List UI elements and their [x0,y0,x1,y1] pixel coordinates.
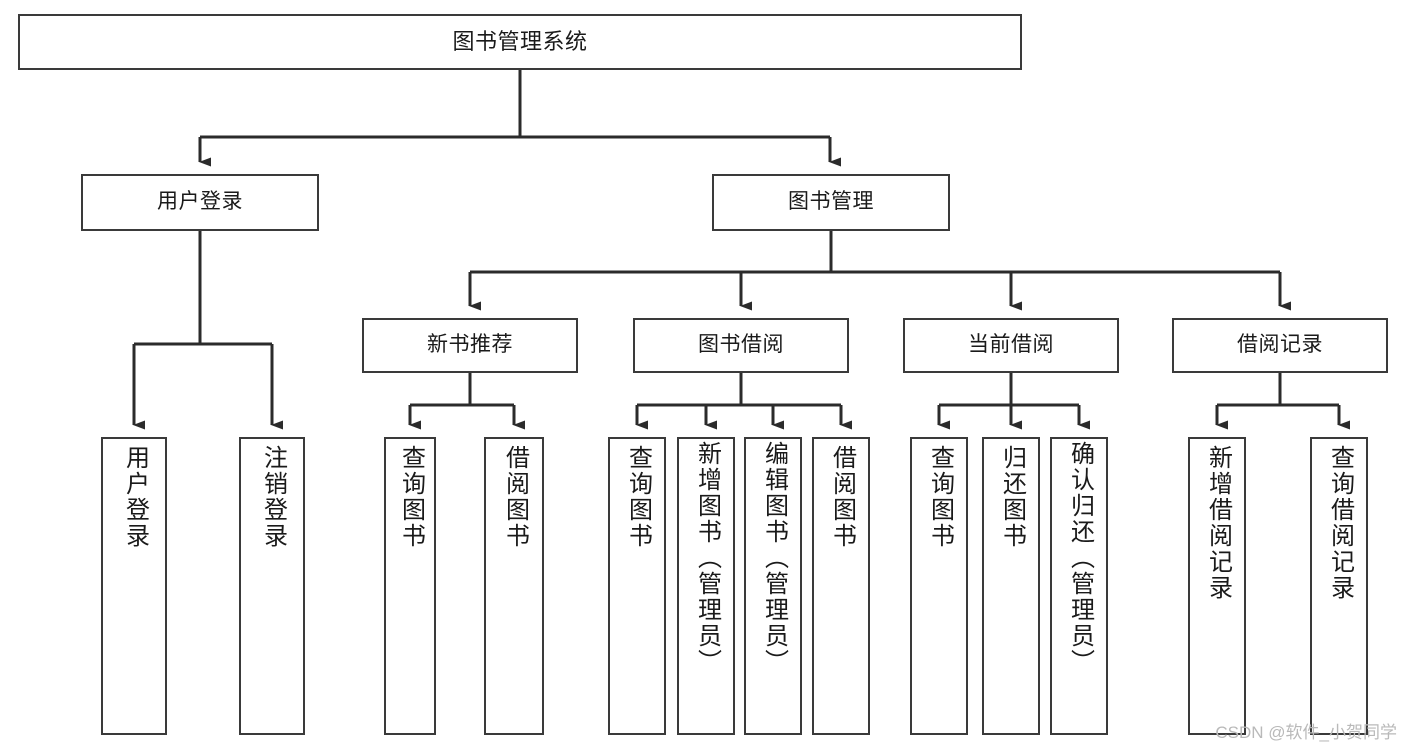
node-borrow-record[interactable]: 借阅记录 [1172,318,1388,373]
node-user-login-label: 用户登录 [157,190,243,214]
node-borrow-record-label: 借阅记录 [1237,333,1323,357]
node-root[interactable]: 图书管理系统 [18,14,1022,70]
node-leaf-user-login-label: 用户登录 [121,445,149,549]
node-leaf-edit-book-label: 编辑图书（管理员） [760,441,788,675]
node-leaf-confirm-return-label: 确认归还（管理员） [1066,441,1094,675]
node-leaf-borrow-book-2[interactable]: 借阅图书 [812,437,870,735]
node-leaf-confirm-return[interactable]: 确认归还（管理员） [1050,437,1108,735]
node-leaf-add-record-label: 新增借阅记录 [1204,445,1232,601]
node-leaf-query-record-label: 查询借阅记录 [1326,445,1354,601]
node-leaf-borrow-book-2-label: 借阅图书 [828,445,856,549]
node-book-manage[interactable]: 图书管理 [712,174,950,231]
node-leaf-return-book[interactable]: 归还图书 [982,437,1040,735]
node-leaf-borrow-book-1-label: 借阅图书 [501,445,529,549]
node-book-borrow-label: 图书借阅 [698,333,784,357]
node-root-label: 图书管理系统 [452,29,588,55]
node-book-manage-label: 图书管理 [788,190,874,214]
node-leaf-add-book[interactable]: 新增图书（管理员） [677,437,735,735]
node-leaf-add-book-label: 新增图书（管理员） [693,441,721,675]
node-leaf-query-book-2[interactable]: 查询图书 [608,437,666,735]
node-leaf-logout[interactable]: 注销登录 [239,437,305,735]
node-book-borrow[interactable]: 图书借阅 [633,318,849,373]
node-leaf-user-login[interactable]: 用户登录 [101,437,167,735]
node-user-login[interactable]: 用户登录 [81,174,319,231]
node-new-book-rec-label: 新书推荐 [427,333,513,357]
csdn-watermark: CSDN @软件_小贺同学 [1215,723,1397,742]
node-leaf-add-record[interactable]: 新增借阅记录 [1188,437,1246,735]
node-leaf-query-book-1[interactable]: 查询图书 [384,437,436,735]
node-leaf-query-record[interactable]: 查询借阅记录 [1310,437,1368,735]
node-leaf-return-book-label: 归还图书 [998,445,1026,549]
node-leaf-query-book-3[interactable]: 查询图书 [910,437,968,735]
node-current-borrow[interactable]: 当前借阅 [903,318,1119,373]
node-leaf-logout-label: 注销登录 [259,445,287,549]
node-leaf-query-book-3-label: 查询图书 [926,445,954,549]
node-current-borrow-label: 当前借阅 [968,333,1054,357]
node-leaf-query-book-2-label: 查询图书 [624,445,652,549]
node-leaf-query-book-1-label: 查询图书 [397,445,425,549]
node-leaf-edit-book[interactable]: 编辑图书（管理员） [744,437,802,735]
node-leaf-borrow-book-1[interactable]: 借阅图书 [484,437,544,735]
node-new-book-rec[interactable]: 新书推荐 [362,318,578,373]
